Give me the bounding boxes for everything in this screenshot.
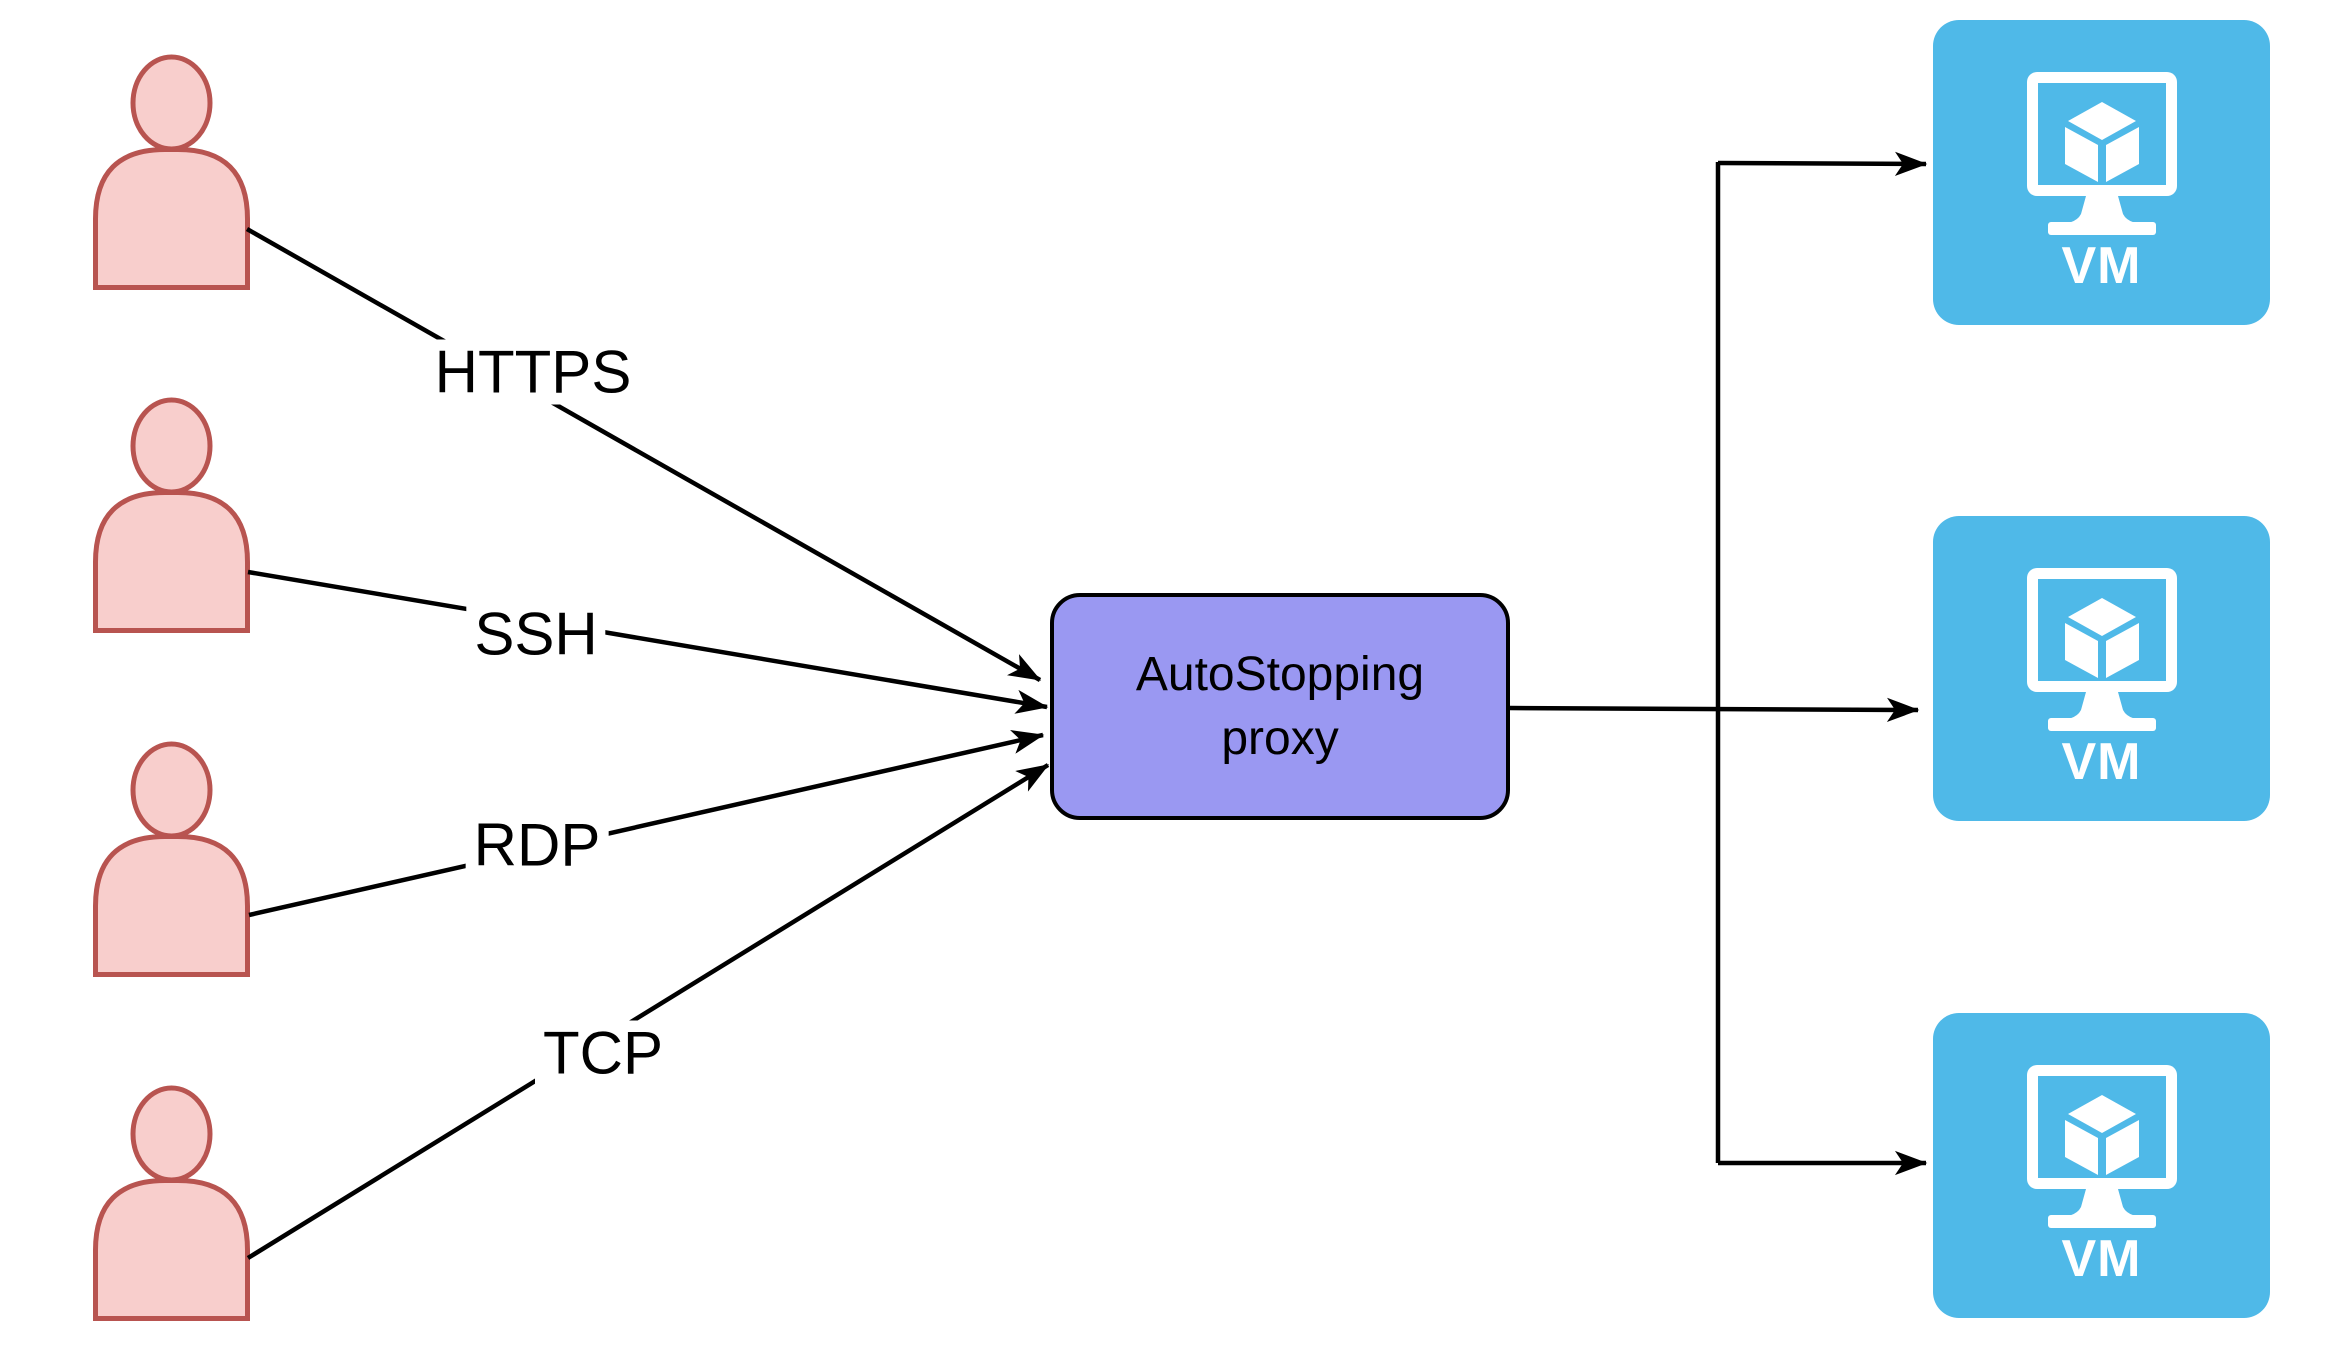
proxy-label-line2: proxy [1221,711,1339,765]
vm-monitor-cube-icon [2022,1063,2182,1229]
edge-https-line [245,227,1042,682]
vm-node-1: VM [1933,20,2270,325]
fanout-to-vm1-line [1717,151,1928,177]
vm-label: VM [2061,733,2142,791]
edge-label-rdp: RDP [465,812,609,878]
edge-label-ssh: SSH [466,601,606,667]
edge-ssh-line [247,569,1049,714]
proxy-to-vm2-line [1509,697,1920,722]
vm-monitor-cube-icon [2022,70,2182,236]
user-4-person-icon [96,1088,248,1319]
edge-tcp-line [246,763,1050,1260]
user-3-person-icon [96,744,248,975]
edge-label-tcp: TCP [535,1020,671,1086]
edge-rdp-line [248,730,1045,918]
vm-node-2: VM [1933,516,2270,821]
proxy-label-line1: AutoStopping [1135,648,1425,702]
vm-label: VM [2061,237,2142,295]
user-1-person-icon [96,57,248,288]
edge-label-https: HTTPS [426,339,640,405]
vm-label: VM [2061,1230,2142,1288]
autostopping-proxy-node: AutoStopping proxy [1050,593,1510,820]
vm-monitor-cube-icon [2022,566,2182,732]
user-2-person-icon [96,400,248,631]
vm-node-3: VM [1933,1013,2270,1318]
